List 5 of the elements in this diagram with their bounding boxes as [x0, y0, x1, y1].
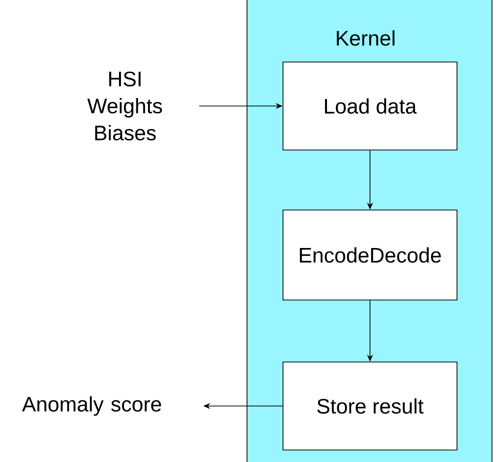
process-box: Store result	[282, 362, 458, 450]
process-box: Load data	[282, 62, 458, 150]
text-label: HSI Weights Biases	[87, 72, 162, 140]
text-label: Anomaly score	[22, 396, 162, 416]
process-box: EncodeDecode	[282, 210, 458, 300]
